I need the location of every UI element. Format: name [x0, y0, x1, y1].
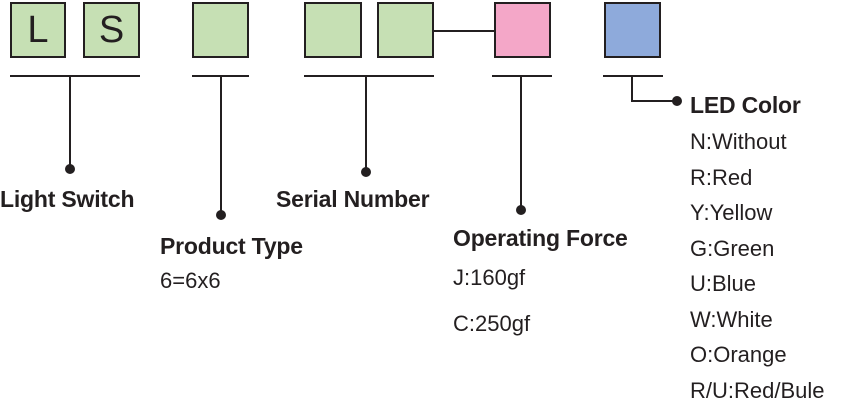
leader-serial-number	[365, 76, 367, 171]
led-color-title: LED Color	[690, 92, 801, 119]
code-box-light-switch-2: S	[83, 2, 140, 58]
code-box-product-type	[192, 2, 249, 58]
leader-led-color-horizontal	[631, 100, 676, 102]
leader-dot-product-type	[216, 210, 226, 220]
code-box-operating-force	[494, 2, 551, 58]
led-color-option: R/U:Red/Bule	[690, 373, 825, 408]
underline-light-switch	[10, 75, 140, 77]
leader-product-type	[220, 76, 222, 215]
led-color-option: W:White	[690, 302, 825, 338]
led-color-option: R:Red	[690, 160, 825, 196]
product-type-title: Product Type	[160, 233, 303, 260]
led-color-option: G:Green	[690, 231, 825, 267]
leader-dot-led-color	[672, 96, 682, 106]
product-type-option: 6=6x6	[160, 268, 221, 294]
code-box-led-color	[604, 2, 661, 58]
leader-operating-force	[520, 76, 522, 210]
underline-led-color	[603, 75, 663, 77]
operating-force-title: Operating Force	[453, 225, 628, 252]
leader-dot-serial-number	[361, 167, 371, 177]
dash-connector	[434, 30, 494, 32]
led-color-option: U:Blue	[690, 266, 825, 302]
code-box-light-switch-1: L	[10, 2, 66, 58]
underline-operating-force	[492, 75, 552, 77]
led-color-option: O:Orange	[690, 337, 825, 373]
light-switch-title: Light Switch	[0, 186, 134, 213]
leader-led-color-vertical	[631, 76, 633, 102]
operating-force-option: C:250gf	[453, 311, 530, 337]
led-color-options: N:Without R:Red Y:Yellow G:Green U:Blue …	[690, 124, 825, 408]
leader-light-switch	[69, 76, 71, 167]
serial-number-title: Serial Number	[276, 186, 429, 213]
operating-force-option: J:160gf	[453, 265, 525, 291]
led-color-option: N:Without	[690, 124, 825, 160]
code-box-serial-number-1	[304, 2, 362, 58]
led-color-option: Y:Yellow	[690, 195, 825, 231]
leader-dot-light-switch	[65, 164, 75, 174]
underline-serial-number	[304, 75, 434, 77]
leader-dot-operating-force	[516, 205, 526, 215]
code-box-serial-number-2	[377, 2, 434, 58]
